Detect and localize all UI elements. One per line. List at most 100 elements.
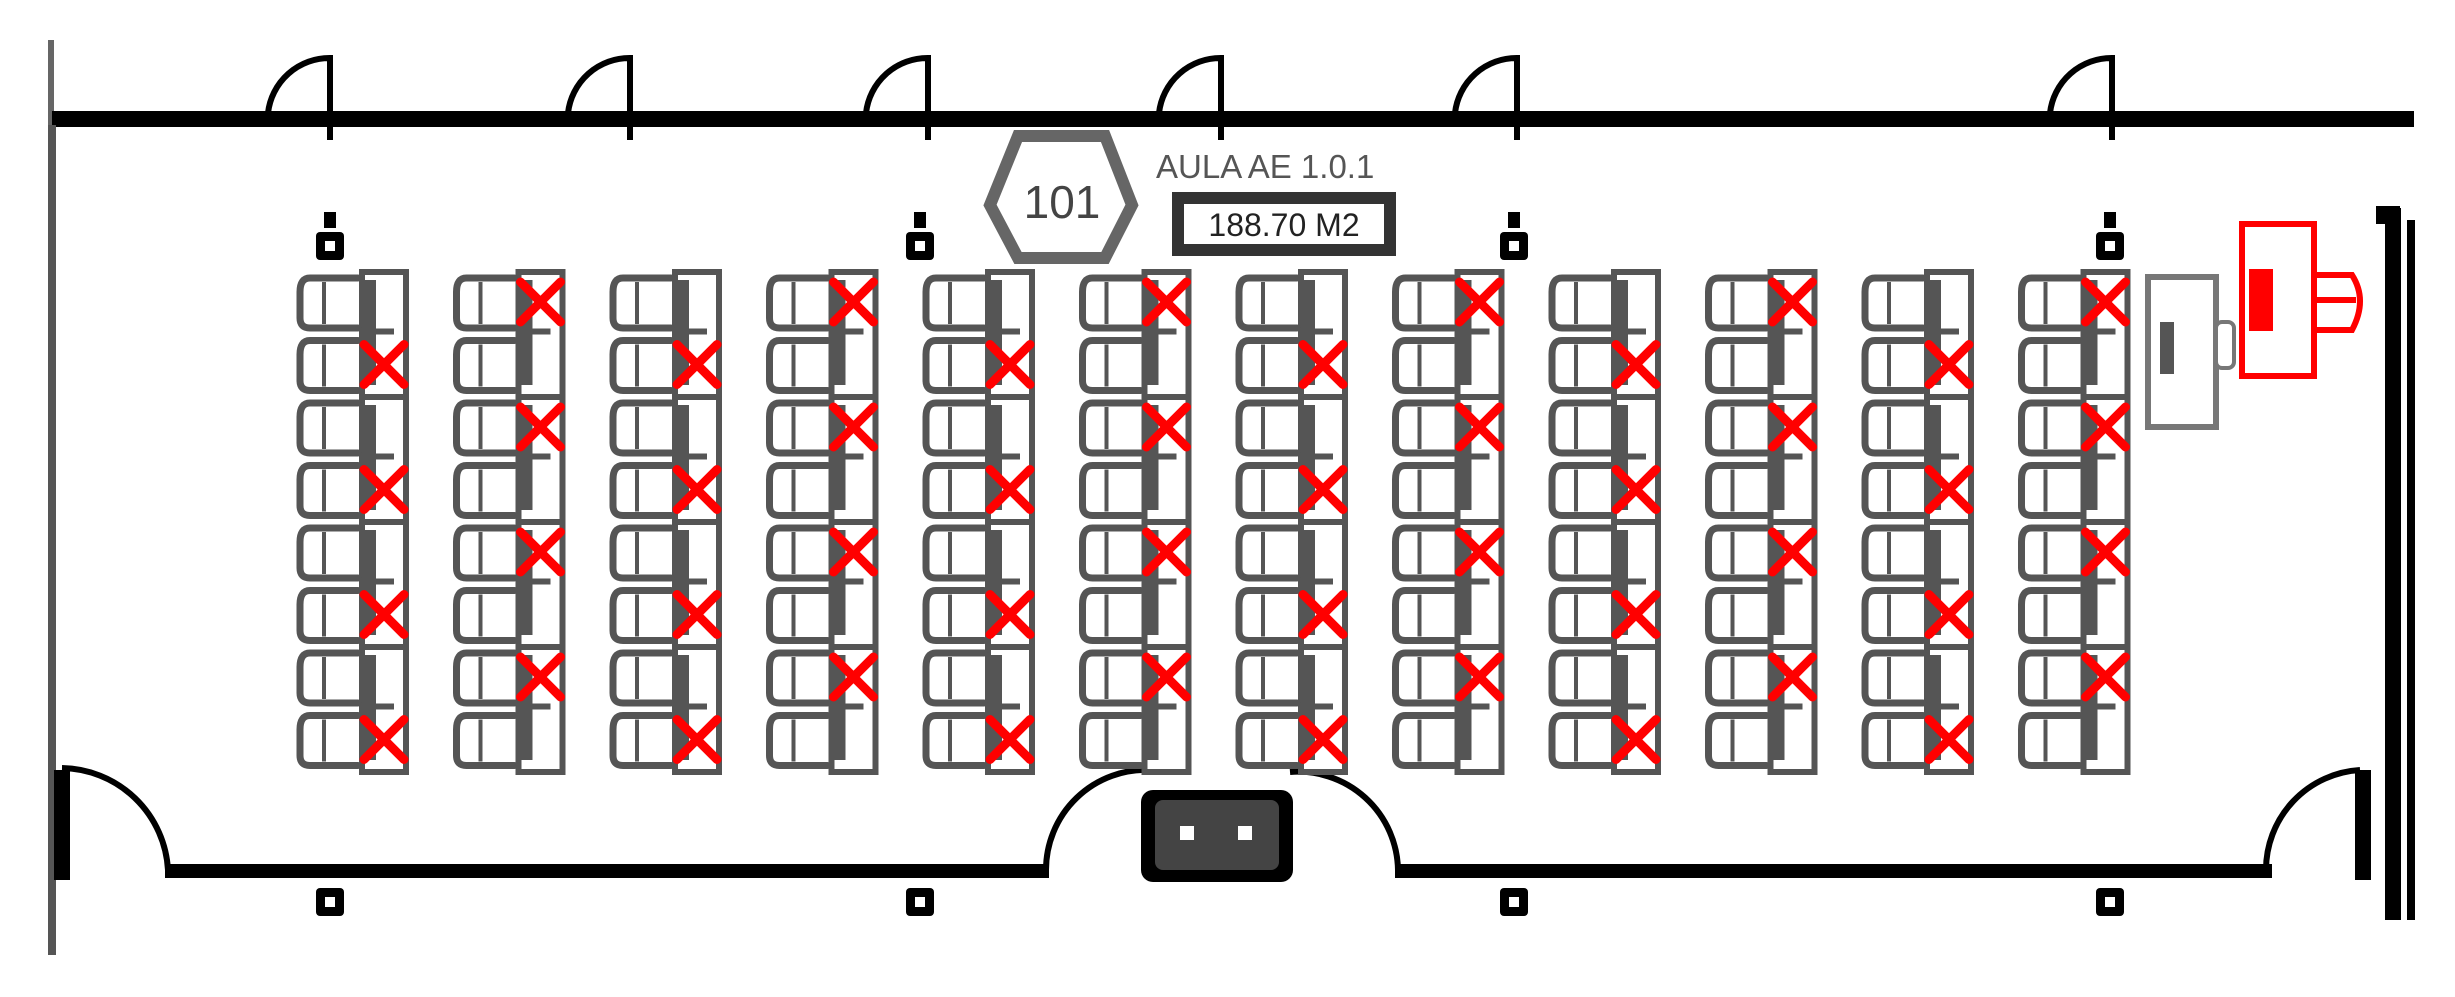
desk-column <box>1079 269 1192 775</box>
seat <box>1392 587 1457 644</box>
door-swing-icon <box>2262 767 2361 871</box>
seat <box>1079 337 1144 394</box>
door-swing-icon <box>265 54 333 140</box>
seat <box>922 274 988 332</box>
seat <box>1392 524 1457 582</box>
seat <box>1079 274 1144 332</box>
seat <box>766 337 831 394</box>
x-mark-icon <box>516 527 565 577</box>
x-mark-icon <box>516 652 565 702</box>
seat <box>766 399 831 457</box>
wall-sockets <box>316 212 2124 916</box>
x-mark-icon <box>1611 590 1661 639</box>
seat <box>1079 712 1144 769</box>
outlet-icon <box>1141 790 1293 882</box>
x-mark-icon <box>1455 277 1504 327</box>
x-mark-icon <box>985 715 1035 764</box>
seat <box>609 649 675 707</box>
seat <box>609 587 675 644</box>
seat <box>1548 712 1614 769</box>
x-mark-icon <box>359 590 409 639</box>
seat <box>1548 587 1614 644</box>
room-name: AULA AE 1.0.1 <box>1156 148 1374 185</box>
seat <box>922 587 988 644</box>
desk-column <box>296 269 409 775</box>
x-mark-icon <box>1924 340 1974 389</box>
seat <box>1705 587 1770 644</box>
seat <box>1861 274 1927 332</box>
walls <box>48 40 2415 955</box>
seat <box>1235 649 1301 707</box>
seat <box>922 399 988 457</box>
seat <box>453 587 518 644</box>
x-mark-icon <box>359 715 409 764</box>
door-swing-icon <box>1043 766 1151 871</box>
x-mark-icon <box>359 340 409 389</box>
room-label: 101 AULA AE 1.0.1 188.70 M2 <box>983 130 1396 264</box>
x-mark-icon <box>2081 277 2130 327</box>
right-wall <box>2385 208 2401 920</box>
seat <box>1392 399 1457 457</box>
seat <box>1548 649 1614 707</box>
left-wall-top-ticks <box>48 40 54 125</box>
left-wall <box>48 125 56 955</box>
seat <box>1235 524 1301 582</box>
x-mark-icon <box>1142 527 1191 577</box>
seat <box>296 337 362 394</box>
socket-icon <box>1500 888 1528 916</box>
seat <box>922 337 988 394</box>
seat <box>2018 462 2083 519</box>
seat <box>2018 587 2083 644</box>
seat <box>922 524 988 582</box>
bottom-wall-left <box>165 864 1049 878</box>
door-swing-icon <box>2047 54 2115 140</box>
seat <box>766 462 831 519</box>
x-mark-icon <box>1924 590 1974 639</box>
teacher-station-icon <box>2239 221 2363 379</box>
x-mark-icon <box>1298 715 1348 764</box>
socket-icon <box>1500 232 1528 260</box>
x-mark-icon <box>1924 465 1974 514</box>
x-mark-icon <box>829 402 878 452</box>
door-swing-icon <box>1452 54 1520 140</box>
seat <box>2018 712 2083 769</box>
seat <box>1235 337 1301 394</box>
seat <box>1705 337 1770 394</box>
seat <box>766 274 831 332</box>
seat <box>1548 274 1614 332</box>
x-mark-icon <box>672 715 722 764</box>
room-number-hexagon <box>983 130 1139 264</box>
seat <box>453 337 518 394</box>
seat <box>296 587 362 644</box>
seat <box>1705 274 1770 332</box>
desk-column <box>1705 269 1818 775</box>
x-mark-icon <box>1924 715 1974 764</box>
door-swing-icon <box>1156 54 1224 140</box>
seat <box>1392 712 1457 769</box>
seat <box>766 712 831 769</box>
x-mark-icon <box>516 402 565 452</box>
seat <box>453 649 518 707</box>
seat <box>453 462 518 519</box>
bottom-right-pillar <box>2355 770 2371 880</box>
x-mark-icon <box>1768 652 1817 702</box>
seat <box>1392 337 1457 394</box>
seat <box>1235 587 1301 644</box>
seat <box>2018 274 2083 332</box>
seat <box>1392 649 1457 707</box>
seat <box>453 399 518 457</box>
seat <box>1079 399 1144 457</box>
seat <box>1079 587 1144 644</box>
seat <box>766 524 831 582</box>
seat <box>1235 274 1301 332</box>
x-mark-icon <box>829 527 878 577</box>
seat <box>296 274 362 332</box>
x-mark-icon <box>985 590 1035 639</box>
door-swing-icon <box>565 54 633 140</box>
seat <box>609 712 675 769</box>
socket-icon <box>316 232 344 260</box>
x-mark-icon <box>672 465 722 514</box>
seat <box>296 712 362 769</box>
seat <box>609 337 675 394</box>
seat <box>1861 337 1927 394</box>
